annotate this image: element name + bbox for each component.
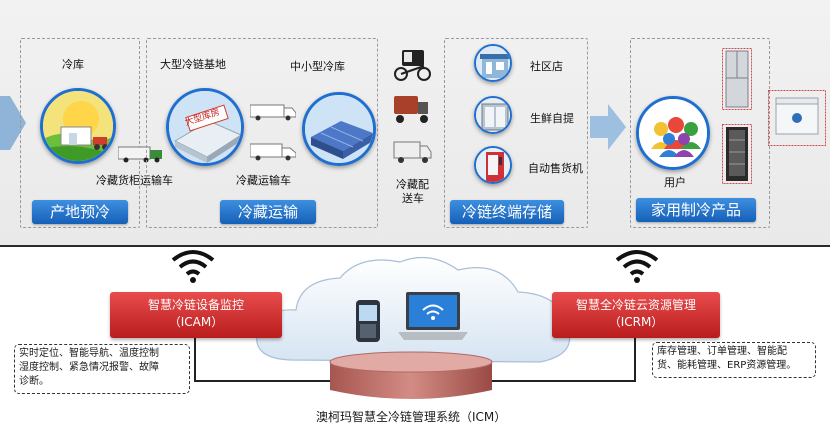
icrm-title: 智慧全冷链云资源管理 [575, 298, 696, 312]
cold-base-label: 大型冷链基地 [160, 58, 226, 71]
chest-freezer-icon [768, 90, 826, 146]
flow-arrow-icon [590, 104, 626, 150]
terminal-item-label: 社区店 [530, 60, 563, 73]
user-label: 用户 [664, 176, 686, 189]
stage-title-transport: 冷藏运输 [220, 200, 316, 224]
delivery-label-line2: 送车 [402, 192, 424, 205]
icam-code: （ICAM） [168, 315, 224, 329]
vending-machine-icon [474, 146, 512, 184]
wifi-icon [615, 250, 659, 283]
fresh-pickup-icon [474, 96, 512, 134]
flow-arrow-icon [0, 96, 26, 150]
terminal-item-label: 自动售货机 [528, 162, 583, 175]
stage-origin [20, 38, 140, 228]
stage-title-terminal: 冷链终端存储 [450, 200, 564, 224]
connector-line [194, 380, 340, 382]
platform-cylinder-icon [329, 351, 493, 399]
community-store-icon [474, 44, 512, 82]
connector-line [490, 380, 636, 382]
connector-line [194, 338, 196, 382]
cold-truck-label: 冷藏运输车 [236, 174, 291, 187]
refrigerator-icon [722, 48, 752, 110]
icrm-features: 库存管理、订单管理、智能配 货、能耗管理、ERP资源管理。 [652, 342, 816, 378]
cold-base-circle-icon [166, 88, 244, 166]
stage-terminal [444, 38, 588, 228]
connector-line [634, 338, 636, 382]
van-icon [250, 104, 296, 121]
smartphone-icon [356, 300, 380, 342]
laptop-icon [398, 292, 468, 340]
tricycle-icon [394, 96, 428, 123]
feature-line: 实时定位、智能导航、温度控制 [19, 348, 159, 359]
farm-circle-icon [40, 88, 116, 164]
stage-home [630, 38, 770, 228]
stage-transport [146, 38, 378, 228]
small-storage-label: 中小型冷库 [290, 60, 345, 73]
feature-line: 诊断。 [19, 376, 49, 387]
system-caption: 澳柯玛智慧全冷链管理系统（ICM） [316, 410, 507, 424]
terminal-item-label: 生鲜自提 [530, 112, 574, 125]
feature-line: 湿度控制、紧急情况报警、故障 [19, 362, 159, 373]
stage-title-home: 家用制冷产品 [636, 198, 756, 222]
container-truck-label: 冷藏货柜运输车 [96, 174, 173, 187]
icrm-box: 智慧全冷链云资源管理 （ICRM） [552, 292, 720, 338]
icam-features: 实时定位、智能导航、温度控制 湿度控制、紧急情况报警、故障 诊断。 [14, 344, 190, 394]
stage-title-origin: 产地预冷 [32, 200, 128, 224]
cold-truck-icon [250, 143, 296, 161]
delivery-label-line1: 冷藏配 [396, 178, 429, 191]
feature-line: 库存管理、订单管理、智能配 [657, 346, 787, 357]
delivery-van-icon [393, 141, 432, 163]
scooter-icon [394, 50, 431, 81]
cold-storage-label: 冷库 [62, 58, 84, 71]
icam-title: 智慧冷链设备监控 [147, 298, 244, 312]
users-circle-icon [636, 96, 710, 170]
section-divider [0, 245, 830, 247]
small-storage-circle-icon [302, 92, 376, 166]
container-truck-icon [118, 146, 162, 163]
feature-line: 货、能耗管理、ERP资源管理。 [657, 360, 797, 371]
icam-box: 智慧冷链设备监控 （ICAM） [110, 292, 282, 338]
icrm-code: （ICRM） [608, 315, 664, 329]
wine-cooler-icon [722, 124, 752, 184]
wifi-icon [171, 250, 215, 283]
